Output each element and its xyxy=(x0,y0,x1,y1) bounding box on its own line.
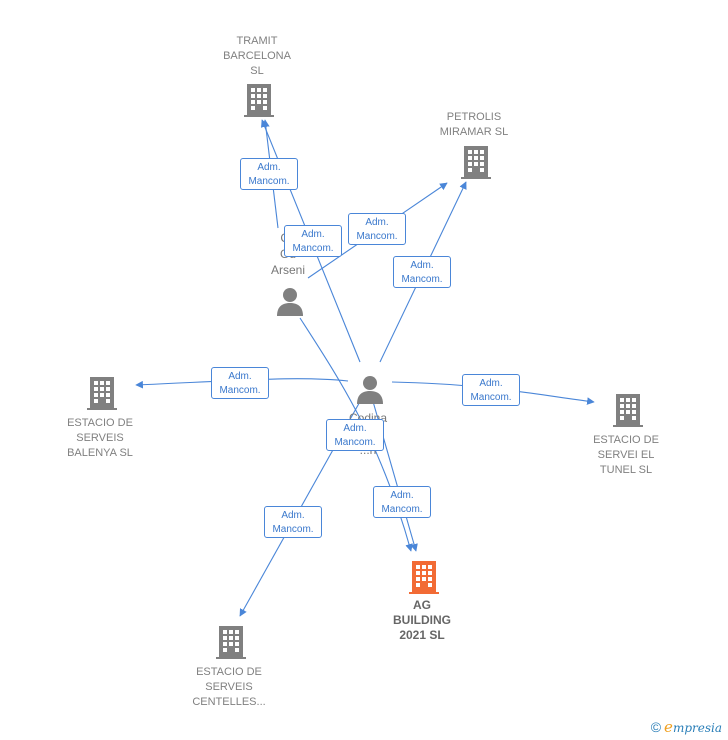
role-box[interactable]: Adm.Mancom. xyxy=(373,486,431,518)
node-label-estacio-centelles[interactable]: ESTACIO DE SERVEIS CENTELLES... xyxy=(192,666,266,708)
building-icon[interactable] xyxy=(86,375,118,416)
role-box[interactable]: Adm.Mancom. xyxy=(284,225,342,257)
copyright-symbol: © xyxy=(650,719,662,735)
role-box[interactable]: Adm.Mancom. xyxy=(211,367,269,399)
building-icon[interactable] xyxy=(408,559,440,600)
person-icon[interactable] xyxy=(275,286,305,323)
node-label-estacio-balenya[interactable]: ESTACIO DE SERVEIS BALENYA SL xyxy=(67,417,133,459)
node-label-ag-building[interactable]: AG BUILDING 2021 SL xyxy=(393,598,451,642)
building-icon[interactable] xyxy=(612,392,644,433)
role-box[interactable]: Adm.Mancom. xyxy=(326,419,384,451)
footer-brand: ©empresia xyxy=(651,718,722,736)
role-box[interactable]: Adm.Mancom. xyxy=(348,213,406,245)
node-label-estacio-tunel[interactable]: ESTACIO DE SERVEI EL TUNEL SL xyxy=(593,434,659,476)
role-box[interactable]: Adm.Mancom. xyxy=(240,158,298,190)
role-box[interactable]: Adm.Mancom. xyxy=(393,256,451,288)
node-label-petrolis[interactable]: PETROLIS MIRAMAR SL xyxy=(439,111,509,138)
person-icon[interactable] xyxy=(355,374,385,411)
role-box[interactable]: Adm.Mancom. xyxy=(462,374,520,406)
building-icon[interactable] xyxy=(243,82,275,123)
node-label-tramit[interactable]: TRAMIT BARCELONA SL xyxy=(223,35,291,77)
role-box[interactable]: Adm.Mancom. xyxy=(264,506,322,538)
building-icon[interactable] xyxy=(215,624,247,665)
building-icon[interactable] xyxy=(460,144,492,185)
brand-initial: e xyxy=(664,718,673,736)
brand-name: mpresia xyxy=(672,721,722,735)
